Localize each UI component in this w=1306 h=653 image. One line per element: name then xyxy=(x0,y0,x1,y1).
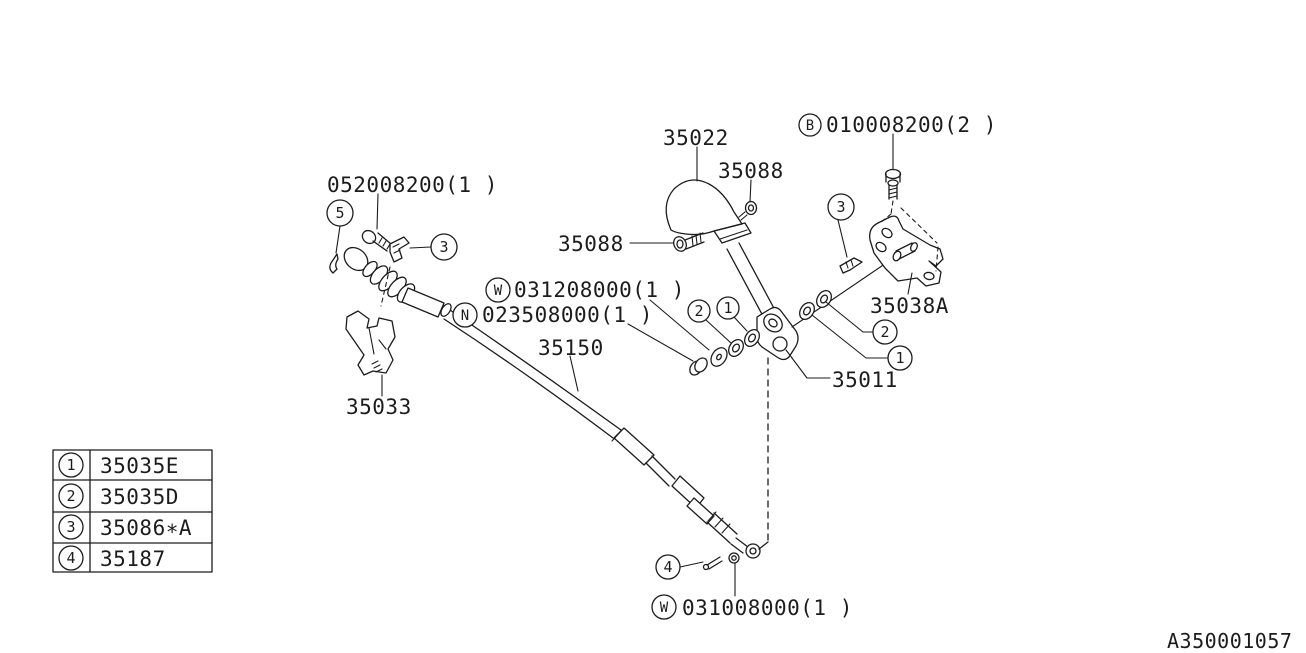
legend-ref-3: 3 xyxy=(66,518,75,536)
bushing-2-left xyxy=(728,339,744,357)
label-35011: 35011 xyxy=(832,368,898,392)
label-35038A: 35038A xyxy=(870,294,949,318)
legend-part-4: 35187 xyxy=(100,547,166,571)
leader-lines xyxy=(335,133,913,597)
callout-3-right: 3 xyxy=(827,193,855,221)
leader-052008200 xyxy=(376,193,379,230)
clevis-hardware xyxy=(702,552,740,571)
callout-2-right: 2 xyxy=(872,319,898,345)
legend-row-4: 4 35187 xyxy=(58,545,166,571)
leader-callout-1-right xyxy=(811,314,889,359)
label-35150: 35150 xyxy=(538,336,604,360)
label-052008200: 052008200(1 ) xyxy=(327,173,498,197)
leader-callout-4 xyxy=(679,561,704,568)
clip-3-left xyxy=(389,236,410,263)
callout-3-left: 3 xyxy=(430,233,458,261)
callout-B-text: B xyxy=(806,118,814,134)
legend-row-2: 2 35035D xyxy=(58,483,179,509)
washer-031008000-bottom xyxy=(728,552,740,564)
bolt-010008200 xyxy=(879,168,939,272)
leader-callout-2-left xyxy=(705,319,732,344)
legend-row-1: 1 35035E xyxy=(58,452,179,478)
leader-35038A xyxy=(907,272,913,295)
legend-ref-1: 1 xyxy=(66,456,75,474)
callout-3-right-text: 3 xyxy=(836,198,845,216)
drawing-code: A350001057 xyxy=(1167,629,1292,653)
callout-2-left: 2 xyxy=(687,299,711,323)
callout-4-text: 4 xyxy=(663,558,672,576)
callout-1-right: 1 xyxy=(887,345,913,371)
label-35088-top: 35088 xyxy=(718,159,784,183)
callout-1-left: 1 xyxy=(716,296,740,320)
cable-end-boot xyxy=(329,229,452,318)
screw-35088-top xyxy=(744,200,758,216)
leader-35088-top xyxy=(749,179,752,203)
legend-row-3: 3 35086∗A xyxy=(58,514,192,540)
label-35088-side: 35088 xyxy=(558,232,624,256)
callout-B: B xyxy=(798,113,822,137)
leader-35011 xyxy=(785,349,831,379)
bushing-1-right xyxy=(799,302,815,320)
cable-35150 xyxy=(443,309,761,559)
callout-3-left-text: 3 xyxy=(439,238,448,256)
cable-eye-end xyxy=(745,543,761,559)
label-031008000-bottom: 031008000(1 ) xyxy=(682,596,853,620)
clip-3-right xyxy=(839,257,863,274)
callout-N-mid-text: N xyxy=(461,308,469,324)
label-35033: 35033 xyxy=(346,395,412,419)
bushing-1-left xyxy=(744,329,760,347)
label-010008200: 010008200(2 ) xyxy=(826,113,997,137)
callout-1-right-text: 1 xyxy=(895,349,904,367)
shift-knob-35022 xyxy=(665,179,743,236)
legend-part-3: 35086∗A xyxy=(100,516,192,540)
label-023508000: 023508000(1 ) xyxy=(482,303,653,327)
callout-W-mid: W xyxy=(485,277,511,303)
leader-callout-3-right xyxy=(837,219,848,258)
legend-ref-2: 2 xyxy=(66,487,75,505)
leader-callout-2-right xyxy=(825,301,874,333)
legend-part-2: 35035D xyxy=(100,485,179,509)
callout-W-bottom: W xyxy=(651,594,677,620)
leader-callout-5 xyxy=(335,225,341,254)
callout-4: 4 xyxy=(655,554,681,580)
legend-part-1: 35035E xyxy=(100,454,179,478)
leader-callout-1-left xyxy=(733,316,748,332)
leader-35150 xyxy=(569,355,579,392)
leader-callout-3-left xyxy=(409,246,432,249)
screw-35088-side xyxy=(673,236,687,252)
cotter-pin-4 xyxy=(702,563,710,571)
label-031208000: 031208000(1 ) xyxy=(514,278,685,302)
legend-table: 1 35035E 2 35035D 3 35086∗A 4 35187 xyxy=(52,449,213,573)
bracket-stud xyxy=(910,242,918,252)
legend-ref-4: 4 xyxy=(66,549,75,567)
cotter-pin-5 xyxy=(329,253,339,274)
leader-nut-mid xyxy=(627,323,694,362)
bracket-35033 xyxy=(345,310,396,376)
callout-W-bottom-text: W xyxy=(660,600,669,616)
callout-W-mid-text: W xyxy=(494,283,503,299)
callout-5-text: 5 xyxy=(335,204,344,222)
callout-2-right-text: 2 xyxy=(880,323,889,341)
leader-washer-mid xyxy=(649,299,710,351)
callout-1-left-text: 1 xyxy=(723,299,732,317)
callout-N-mid: N xyxy=(452,302,478,328)
callout-5: 5 xyxy=(326,199,354,227)
part-labels: 052008200(1 ) 35022 35088 010008200(2 ) … xyxy=(327,113,997,620)
lever-35011 xyxy=(665,179,799,550)
callout-2-left-text: 2 xyxy=(694,302,703,320)
callout-badges: 5 3 3 2 1 2 1 4 xyxy=(326,113,913,620)
washer-031208000 xyxy=(710,347,728,367)
lever-pivot-block xyxy=(756,306,799,361)
bracket-35038A xyxy=(839,215,944,287)
washer-stack-left xyxy=(689,329,760,376)
label-35022: 35022 xyxy=(663,126,729,150)
